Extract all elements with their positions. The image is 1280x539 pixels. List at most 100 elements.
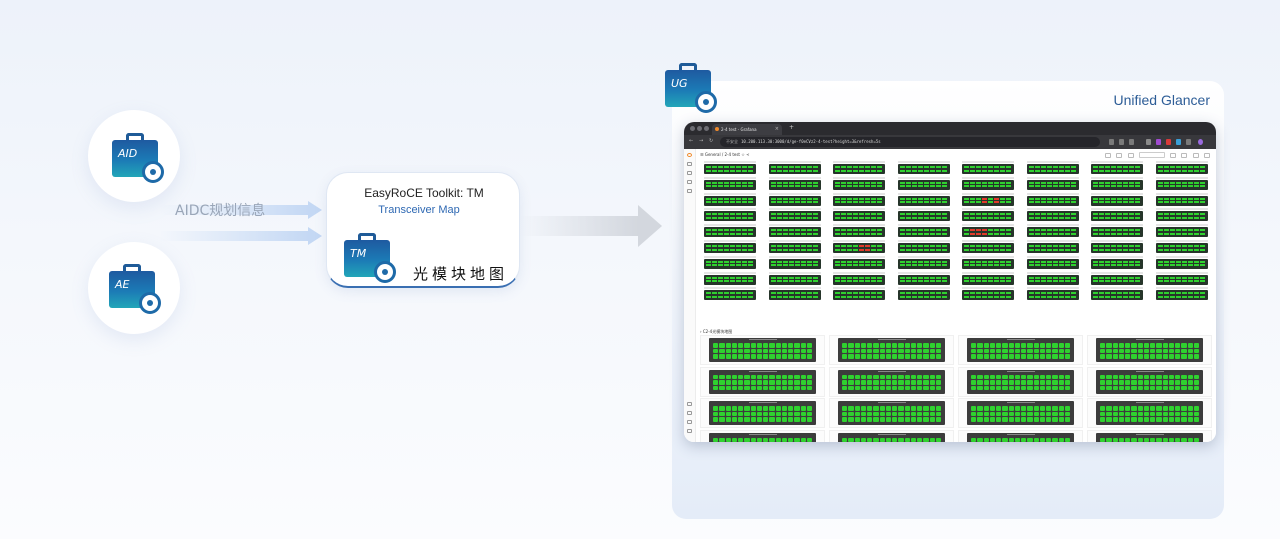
switch-port-panel[interactable] xyxy=(962,192,1014,206)
switch-port-panel[interactable] xyxy=(704,176,756,190)
switch-port-panel[interactable] xyxy=(1155,255,1208,269)
switch-port-panel[interactable] xyxy=(833,176,885,190)
dashboards-icon[interactable] xyxy=(687,171,692,175)
switch-port-panel[interactable] xyxy=(1155,161,1208,174)
switch-port-panel[interactable] xyxy=(1091,176,1143,190)
extension-icon[interactable] xyxy=(1109,139,1114,145)
time-picker[interactable] xyxy=(1138,152,1165,158)
switch-port-panel[interactable] xyxy=(704,161,756,174)
switch-port-panel[interactable] xyxy=(897,224,950,238)
refresh-icon[interactable] xyxy=(1181,153,1188,158)
switch-port-panel[interactable] xyxy=(704,192,756,206)
server-port-panel[interactable] xyxy=(1096,432,1203,442)
switch-port-panel[interactable] xyxy=(704,208,756,222)
switch-port-panel[interactable] xyxy=(1155,192,1208,206)
help-icon[interactable] xyxy=(687,429,692,433)
user-icon[interactable] xyxy=(687,420,692,424)
switch-port-panel[interactable] xyxy=(897,240,950,253)
switch-port-panel[interactable] xyxy=(833,240,885,253)
switch-port-panel[interactable] xyxy=(704,287,756,301)
switch-port-panel[interactable] xyxy=(962,161,1014,174)
extension-icon[interactable] xyxy=(1119,139,1124,145)
switch-port-panel[interactable] xyxy=(1026,255,1079,269)
switch-port-panel[interactable] xyxy=(1091,271,1143,285)
switch-port-panel[interactable] xyxy=(897,208,950,222)
server-port-panel[interactable] xyxy=(967,369,1074,394)
switch-port-panel[interactable] xyxy=(768,224,821,238)
server-port-panel[interactable] xyxy=(838,338,945,362)
switch-port-panel[interactable] xyxy=(1026,240,1079,253)
switch-port-panel[interactable] xyxy=(1026,192,1079,206)
switch-port-panel[interactable] xyxy=(768,240,821,253)
switch-port-panel[interactable] xyxy=(704,240,756,253)
section-title[interactable]: › C2-4光模块地图 xyxy=(700,329,733,334)
switch-port-panel[interactable] xyxy=(962,255,1014,269)
switch-port-panel[interactable] xyxy=(1091,192,1143,206)
save-icon[interactable] xyxy=(1116,153,1123,158)
server-port-panel[interactable] xyxy=(838,369,945,394)
explore-icon[interactable] xyxy=(687,180,692,184)
switch-port-panel[interactable] xyxy=(1091,224,1143,238)
server-port-panel[interactable] xyxy=(838,401,945,425)
switch-port-panel[interactable] xyxy=(897,287,950,301)
server-port-panel[interactable] xyxy=(709,401,816,425)
switch-port-panel[interactable] xyxy=(768,192,821,206)
switch-port-panel[interactable] xyxy=(1091,208,1143,222)
switch-port-panel[interactable] xyxy=(1155,287,1208,301)
switch-port-panel[interactable] xyxy=(833,161,885,174)
dashboard-breadcrumb[interactable]: ☰ General / 2-4 test ☆ ≺ xyxy=(700,152,750,157)
switch-port-panel[interactable] xyxy=(1155,176,1208,190)
zoom-out-icon[interactable] xyxy=(1170,153,1177,158)
switch-port-panel[interactable] xyxy=(833,287,885,301)
settings-icon[interactable] xyxy=(687,402,692,406)
server-port-panel[interactable] xyxy=(967,432,1074,442)
back-icon[interactable]: ← xyxy=(689,138,694,144)
switch-port-panel[interactable] xyxy=(1155,240,1208,253)
switch-port-panel[interactable] xyxy=(704,271,756,285)
switch-port-panel[interactable] xyxy=(962,208,1014,222)
extension-icon[interactable] xyxy=(1176,139,1181,145)
switch-port-panel[interactable] xyxy=(768,208,821,222)
extension-icon[interactable] xyxy=(1186,139,1191,145)
settings-icon[interactable] xyxy=(1127,153,1134,158)
add-panel-icon[interactable] xyxy=(1105,153,1112,158)
window-close-icon[interactable] xyxy=(690,126,695,131)
server-port-panel[interactable] xyxy=(709,369,816,394)
switch-port-panel[interactable] xyxy=(1091,287,1143,301)
switch-port-panel[interactable] xyxy=(1026,287,1079,301)
switch-port-panel[interactable] xyxy=(1026,161,1079,174)
switch-port-panel[interactable] xyxy=(704,255,756,269)
browser-tab[interactable]: 2-4 test - Grafana × xyxy=(712,124,782,135)
switch-port-panel[interactable] xyxy=(1026,176,1079,190)
switch-port-panel[interactable] xyxy=(768,176,821,190)
switch-port-panel[interactable] xyxy=(897,271,950,285)
switch-port-panel[interactable] xyxy=(768,271,821,285)
server-port-panel[interactable] xyxy=(1096,369,1203,394)
server-port-panel[interactable] xyxy=(709,432,816,442)
switch-port-panel[interactable] xyxy=(704,224,756,238)
switch-port-panel[interactable] xyxy=(1026,208,1079,222)
switch-port-panel[interactable] xyxy=(1155,224,1208,238)
tv-mode-icon[interactable] xyxy=(1204,153,1210,158)
switch-port-panel[interactable] xyxy=(768,287,821,301)
switch-port-panel[interactable] xyxy=(768,161,821,174)
server-port-panel[interactable] xyxy=(1096,401,1203,425)
admin-icon[interactable] xyxy=(687,411,692,415)
switch-port-panel[interactable] xyxy=(962,224,1014,238)
switch-port-panel[interactable] xyxy=(768,255,821,269)
switch-port-panel[interactable] xyxy=(1026,271,1079,285)
reload-icon[interactable]: ↻ xyxy=(709,138,714,144)
server-port-panel[interactable] xyxy=(967,401,1074,425)
alerting-icon[interactable] xyxy=(687,189,692,193)
grafana-logo-icon[interactable] xyxy=(687,153,692,157)
switch-port-panel[interactable] xyxy=(897,192,950,206)
window-minimize-icon[interactable] xyxy=(697,126,702,131)
switch-port-panel[interactable] xyxy=(1155,271,1208,285)
switch-port-panel[interactable] xyxy=(897,255,950,269)
switch-port-panel[interactable] xyxy=(1091,240,1143,253)
switch-port-panel[interactable] xyxy=(1026,224,1079,238)
extension-icon[interactable] xyxy=(1156,139,1161,145)
switch-port-panel[interactable] xyxy=(962,287,1014,301)
extension-icon[interactable] xyxy=(1166,139,1171,145)
